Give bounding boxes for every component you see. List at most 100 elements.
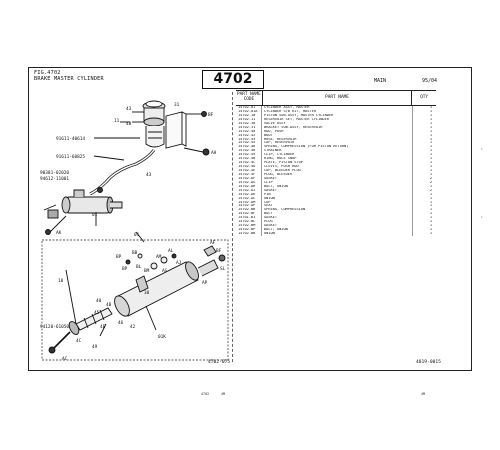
part-name-cell: RING, HOLE SNAP <box>264 157 297 161</box>
part-name-cell: GASKET <box>264 188 277 192</box>
callout-4B: 4B <box>106 302 112 308</box>
callout-30: 30 <box>144 290 150 296</box>
qty-cell: 1 <box>412 161 436 166</box>
callout-SL: SL <box>220 266 226 272</box>
qty-cell: 1 <box>412 196 436 201</box>
qty-cell: 1 <box>412 125 436 130</box>
callout-AP: AP <box>202 280 208 286</box>
callout-BP: BP <box>116 254 122 260</box>
qty-cell: 1 <box>412 113 436 118</box>
qty-cell: 1 <box>412 157 436 162</box>
part-code-cell: 14701-B1 <box>236 216 262 221</box>
callout-48: 48 <box>126 121 132 127</box>
callout-01b: 01 <box>134 232 140 238</box>
part-code-cell: 14702-49 <box>236 153 262 158</box>
qty-cell: 1 <box>412 216 436 221</box>
part-code-cell: 14702-AL <box>236 196 262 201</box>
header-qty: QTY <box>420 94 429 100</box>
part-number-1: 91611-40614 <box>56 136 85 142</box>
part-code-cell: 14702-4F <box>236 172 262 177</box>
qty-cell: 1 <box>412 204 436 209</box>
qty-cell: 1 <box>412 232 436 236</box>
part-code-cell: 14702-4C <box>236 161 262 166</box>
part-name-cell: GASKET <box>264 176 277 180</box>
part-name-cell: UNION <box>264 196 275 200</box>
part-name-cell: PLUG <box>264 220 273 224</box>
part-code-cell: 14702-45 <box>236 141 262 146</box>
part-code-cell: 14702-BF <box>236 212 262 217</box>
callout-49: 49 <box>92 344 98 350</box>
callout-BF2: BF <box>216 248 222 254</box>
part-code-cell: 14702-AM <box>236 200 262 205</box>
part-name-cell: CLIP, CYLINDER <box>264 153 295 157</box>
qty-cell: 2 <box>412 180 436 185</box>
panel-divider <box>232 92 234 362</box>
part-name-cell: PISTON SUB-ASSY, MASTER CYLINDER <box>264 113 334 117</box>
part-code-cell: 14702-AH <box>236 184 262 189</box>
margin-mark: · <box>480 146 484 153</box>
qty-cell: 1 <box>412 117 436 122</box>
part-name-cell: CLEVIS, PUSH ROD <box>264 165 299 169</box>
figure-number-box: 4702 <box>202 70 264 89</box>
callout-42: 42 <box>130 324 136 330</box>
part-name-cell: SEAT <box>264 204 273 208</box>
part-code-cell: 14702-48 <box>236 149 262 154</box>
part-name-cell: BOLT, UNION <box>264 184 288 188</box>
qty-cell: 1 <box>412 184 436 189</box>
part-name-cell: CAP <box>264 200 271 204</box>
callout-11: 11 <box>114 118 120 124</box>
qty-cell: 1 <box>412 133 436 138</box>
part-name-cell: HOSE, RESERVOIR <box>264 137 297 141</box>
figure-title: BRAKE MASTER CYLINDER <box>34 75 104 82</box>
part-name-cell: GASKET <box>264 224 277 228</box>
part-name-cell: STRAINER <box>264 149 282 153</box>
callout-AL: AL <box>168 248 174 254</box>
part-code-cell: 14702-4D <box>236 165 262 169</box>
part-code-cell: 14702-11 <box>236 117 262 122</box>
callout-01K: 01K <box>158 334 166 340</box>
part-code-cell: 14702-40 <box>236 129 262 134</box>
date-label: 95/04 <box>422 78 438 84</box>
part-code-cell: 14702-AG <box>236 180 262 185</box>
qty-cell: 1 <box>412 192 436 197</box>
part-code-cell: 14702-42 <box>236 133 262 138</box>
part-code-cell: 14702-31 <box>236 125 262 130</box>
part-name-cell: VALVE ASSY <box>264 121 286 125</box>
part-name-cell: BOOT <box>264 133 273 137</box>
part-code-cell: 14702-BP <box>236 228 262 232</box>
part-name-cell: BOLT, UNION <box>264 228 288 232</box>
callout-BP2: BP <box>122 266 128 272</box>
part-name-cell: BOLT <box>264 212 273 216</box>
qty-cell: 1 <box>412 165 436 169</box>
part-name-cell: PLATE, PISTON STOP <box>264 161 303 165</box>
callout-AJ: AJ <box>176 260 182 266</box>
qty-cell: 1 <box>412 153 436 158</box>
part-number-3: 90381-02020 <box>40 170 69 176</box>
part-code-cell: 14702-01A <box>236 109 262 114</box>
qty-cell: 1 <box>412 106 436 110</box>
part-code-cell: 14702-4B <box>236 157 262 162</box>
bottom-note-right: 4M <box>421 392 426 396</box>
part-name-cell: CYLINDER S/B KIT, MASTER <box>264 109 316 113</box>
qty-cell: 1 <box>412 212 436 217</box>
